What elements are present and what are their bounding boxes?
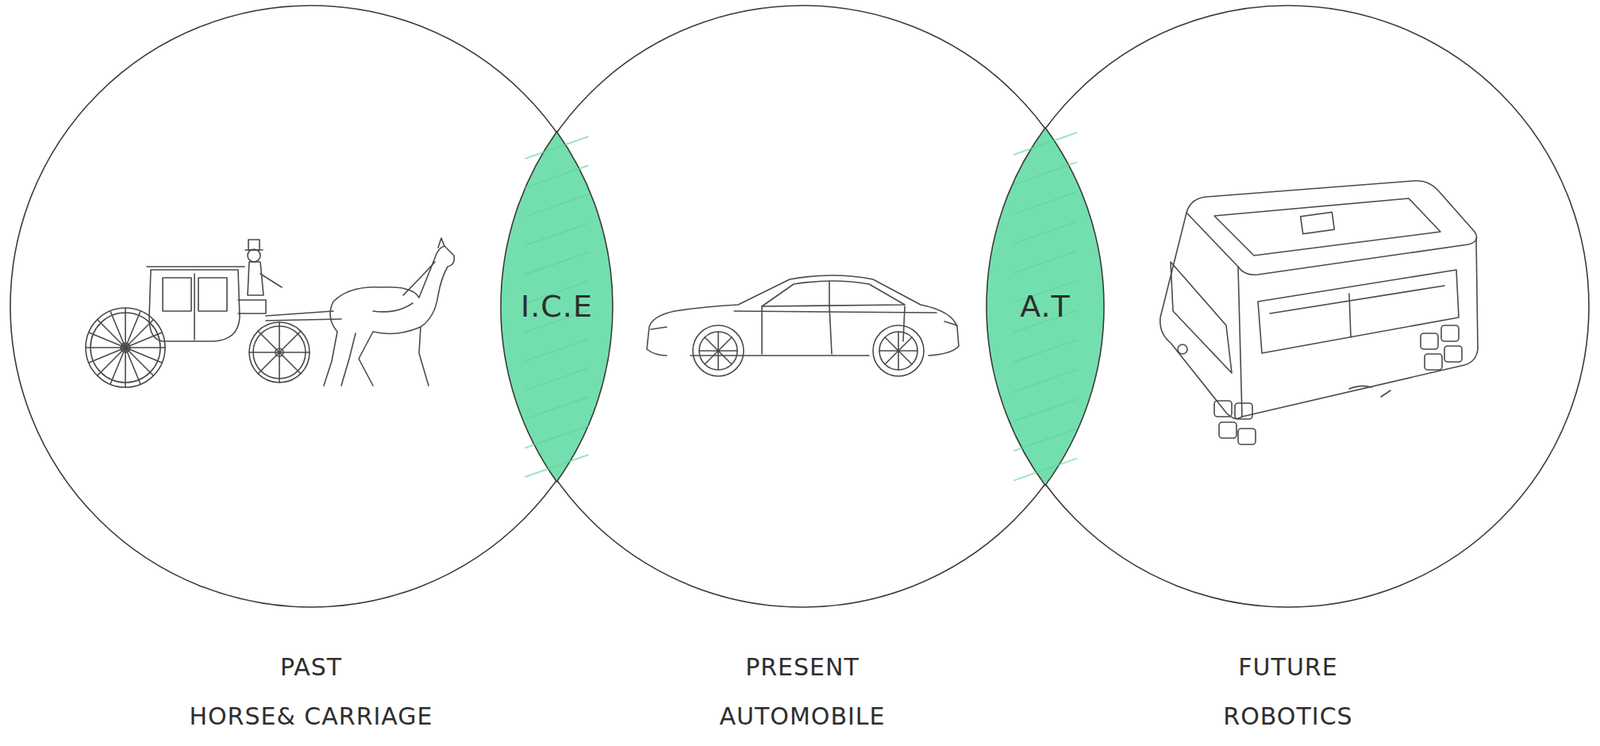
- automobile-sketch: [646, 275, 959, 377]
- era-caption: FUTUREROBOTICS: [1223, 642, 1353, 742]
- lens-hatch: [525, 193, 589, 216]
- era-subject: ROBOTICS: [1223, 692, 1353, 742]
- circle-line: [501, 5, 1104, 608]
- lens-hatch: [1013, 428, 1077, 451]
- lens-hatch: [525, 396, 589, 420]
- lens-fill: [986, 127, 1104, 486]
- lens-hatch: [1013, 191, 1077, 214]
- lens-hatch: [525, 425, 589, 448]
- lens-hatch: [1013, 399, 1077, 422]
- lens-hatch: [525, 453, 589, 477]
- lens-hatch: [1013, 221, 1077, 244]
- circle-line: [987, 5, 1589, 608]
- carriage-sketch: [85, 238, 454, 388]
- lens-hatch: [525, 338, 589, 362]
- lens-hatch: [525, 165, 589, 188]
- era-name: PAST: [188, 642, 433, 693]
- era-subject: AUTOMOBILE: [719, 692, 885, 742]
- transition-lens: A.T: [986, 127, 1104, 486]
- lens-hatch: [1013, 457, 1077, 481]
- lens-hatch: [525, 367, 589, 390]
- lens-hatch: [1013, 250, 1077, 274]
- era-name: PRESENT: [719, 642, 885, 693]
- lens-hatch: [1013, 339, 1077, 362]
- lens-hatch: [1013, 369, 1077, 392]
- lens-hatch: [525, 136, 589, 159]
- transition-lens: I.C.E: [500, 131, 613, 482]
- circle-line: [10, 5, 612, 608]
- lens-hatch: [525, 251, 589, 274]
- era-name: FUTURE: [1223, 642, 1353, 693]
- era-caption: PRESENTAUTOMOBILE: [719, 642, 885, 742]
- transition-label: A.T: [1019, 288, 1071, 325]
- robotic-vehicle-sketch: [1160, 180, 1478, 445]
- transition-label: I.C.E: [520, 288, 593, 325]
- lens-hatch: [1013, 161, 1077, 185]
- lens-hatch: [525, 223, 589, 246]
- era-caption: PASTHORSE& CARRIAGE: [188, 642, 433, 742]
- lens-hatch: [1013, 132, 1077, 155]
- era-subject: HORSE& CARRIAGE: [188, 692, 433, 742]
- lens-fill: [500, 131, 613, 482]
